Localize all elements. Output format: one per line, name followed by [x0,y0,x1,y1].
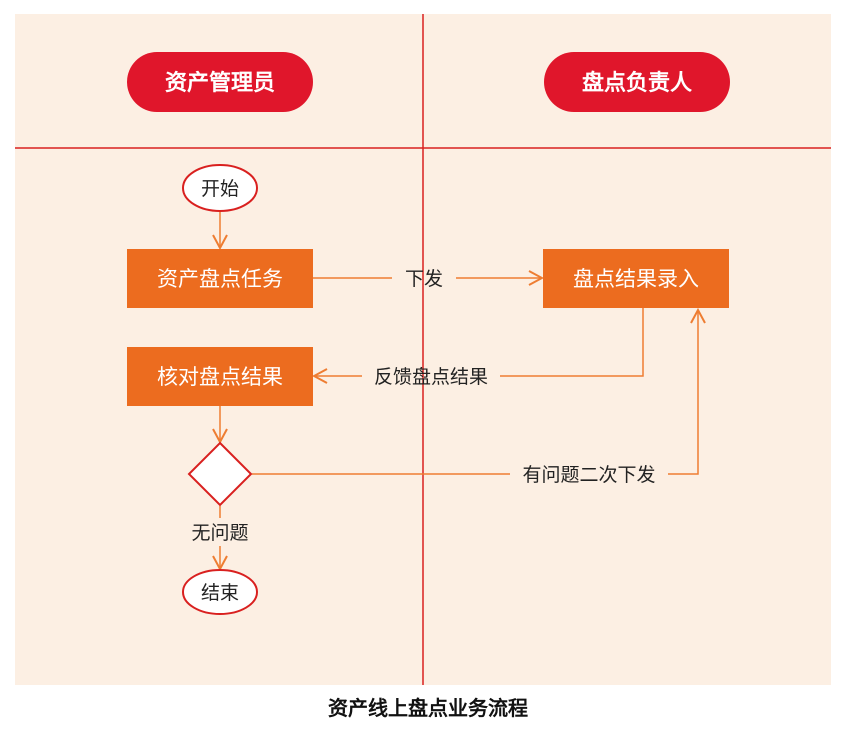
edge-label-reissue: 有问题二次下发 [522,464,655,486]
lane-header-inventory-owner-label: 盘点负责人 [582,70,692,96]
edge-label-issue: 下发 [405,268,443,290]
lane-header-asset-admin: 资产管理员 [127,52,313,112]
process-result-entry: 盘点结果录入 [543,249,729,308]
arrow-decision-to-entry-b [668,310,698,475]
process-inventory-task-label: 资产盘点任务 [157,267,283,291]
edge-label-no-problem: 无问题 [191,522,248,544]
end-node: 结束 [182,569,258,615]
arrow-entry-to-check-a [500,308,644,377]
end-node-label: 结束 [201,582,239,604]
process-inventory-task: 资产盘点任务 [127,249,313,308]
lane-header-inventory-owner: 盘点负责人 [544,52,730,112]
start-node: 开始 [182,164,258,212]
process-verify-results: 核对盘点结果 [127,347,313,406]
diagram-caption: 资产线上盘点业务流程 [328,696,528,720]
process-verify-results-label: 核对盘点结果 [157,365,283,389]
decision-diamond [187,441,253,507]
lane-header-asset-admin-label: 资产管理员 [165,70,275,96]
edge-label-feedback: 反馈盘点结果 [374,366,488,388]
start-node-label: 开始 [201,178,239,200]
process-result-entry-label: 盘点结果录入 [573,267,699,291]
